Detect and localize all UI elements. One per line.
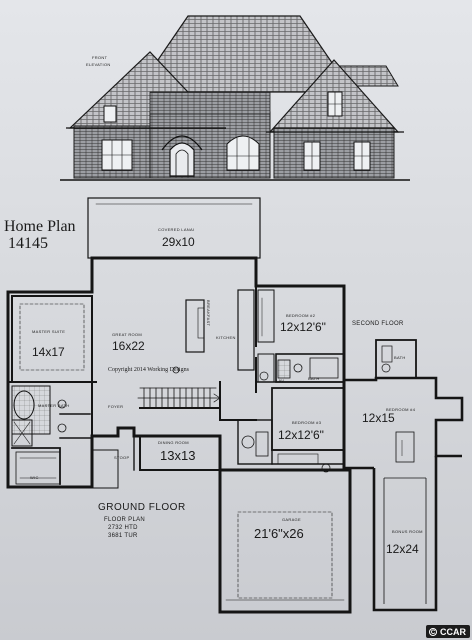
- room-bedroom2-size: 12x12'6": [280, 320, 326, 334]
- plan-title: Home Plan: [4, 218, 76, 235]
- elevation-label-line2: ELEVATION: [86, 62, 111, 67]
- room-garage-name: GARAGE: [282, 517, 301, 522]
- room-dining-name: DINING ROOM: [158, 440, 189, 445]
- copyright-c-icon: C: [429, 627, 437, 636]
- room-bedroom3-size: 12x12'6": [278, 428, 324, 442]
- plan-number: 14145: [8, 235, 48, 252]
- ground-floor-label: GROUND FLOOR: [98, 502, 186, 513]
- room-master-suite-size: 14x17: [32, 345, 65, 359]
- elevation-label-line1: FRONT: [92, 55, 108, 60]
- ccar-text: CCAR: [440, 626, 466, 637]
- room-bedroom2-name: BEDROOM #2: [286, 313, 316, 318]
- front-elevation: [60, 15, 410, 181]
- room-bath-name: BATH: [308, 376, 320, 381]
- ground-floor-plan: [6, 197, 352, 614]
- room-bonus-size: 12x24: [386, 542, 419, 556]
- room-stoop-name: STOOP: [114, 455, 130, 460]
- room-bonus-name: BONUS ROOM: [392, 529, 423, 534]
- room-great-room-size: 16x22: [112, 339, 145, 353]
- ccar-watermark: C CCAR: [426, 625, 470, 638]
- copyright-text: Copyright 2014 Working Designs: [108, 367, 189, 373]
- floor-plan-label: FLOOR PLAN: [104, 517, 146, 523]
- room-kitchen-name: KITCHEN: [216, 335, 236, 340]
- room-master-bath-name: MASTER BATH: [38, 403, 70, 408]
- room-great-room-name: GREAT ROOM: [112, 332, 142, 337]
- tur-label: 3681 TUR: [108, 533, 138, 539]
- room-garage-size: 21'6"x26: [254, 526, 304, 541]
- front-door: [169, 142, 195, 177]
- room-bath2-name: BATH: [394, 355, 406, 360]
- room-master-suite-name: MASTER SUITE: [32, 329, 66, 334]
- room-covered-lanai-size: 29x10: [162, 235, 195, 249]
- room-bedroom4-size: 12x15: [362, 411, 395, 425]
- room-bedroom3-name: BEDROOM #3: [292, 420, 322, 425]
- room-dining-size: 13x13: [160, 448, 196, 463]
- second-floor-label: SECOND FLOOR: [352, 321, 404, 327]
- htd-label: 2732 HTD: [108, 525, 138, 531]
- room-lav-name: LAV: [276, 378, 285, 383]
- second-floor-plan: [342, 339, 464, 612]
- room-bedroom4-name: BEDROOM #4: [386, 407, 416, 412]
- room-covered-lanai-name: COVERED LANAI: [158, 227, 195, 232]
- room-breakfast-name: BREAKFAST: [206, 300, 211, 327]
- room-wic-name: WIC: [30, 475, 39, 480]
- copyright-seal-icon: [172, 366, 180, 374]
- room-foyer-name: FOYER: [108, 404, 124, 409]
